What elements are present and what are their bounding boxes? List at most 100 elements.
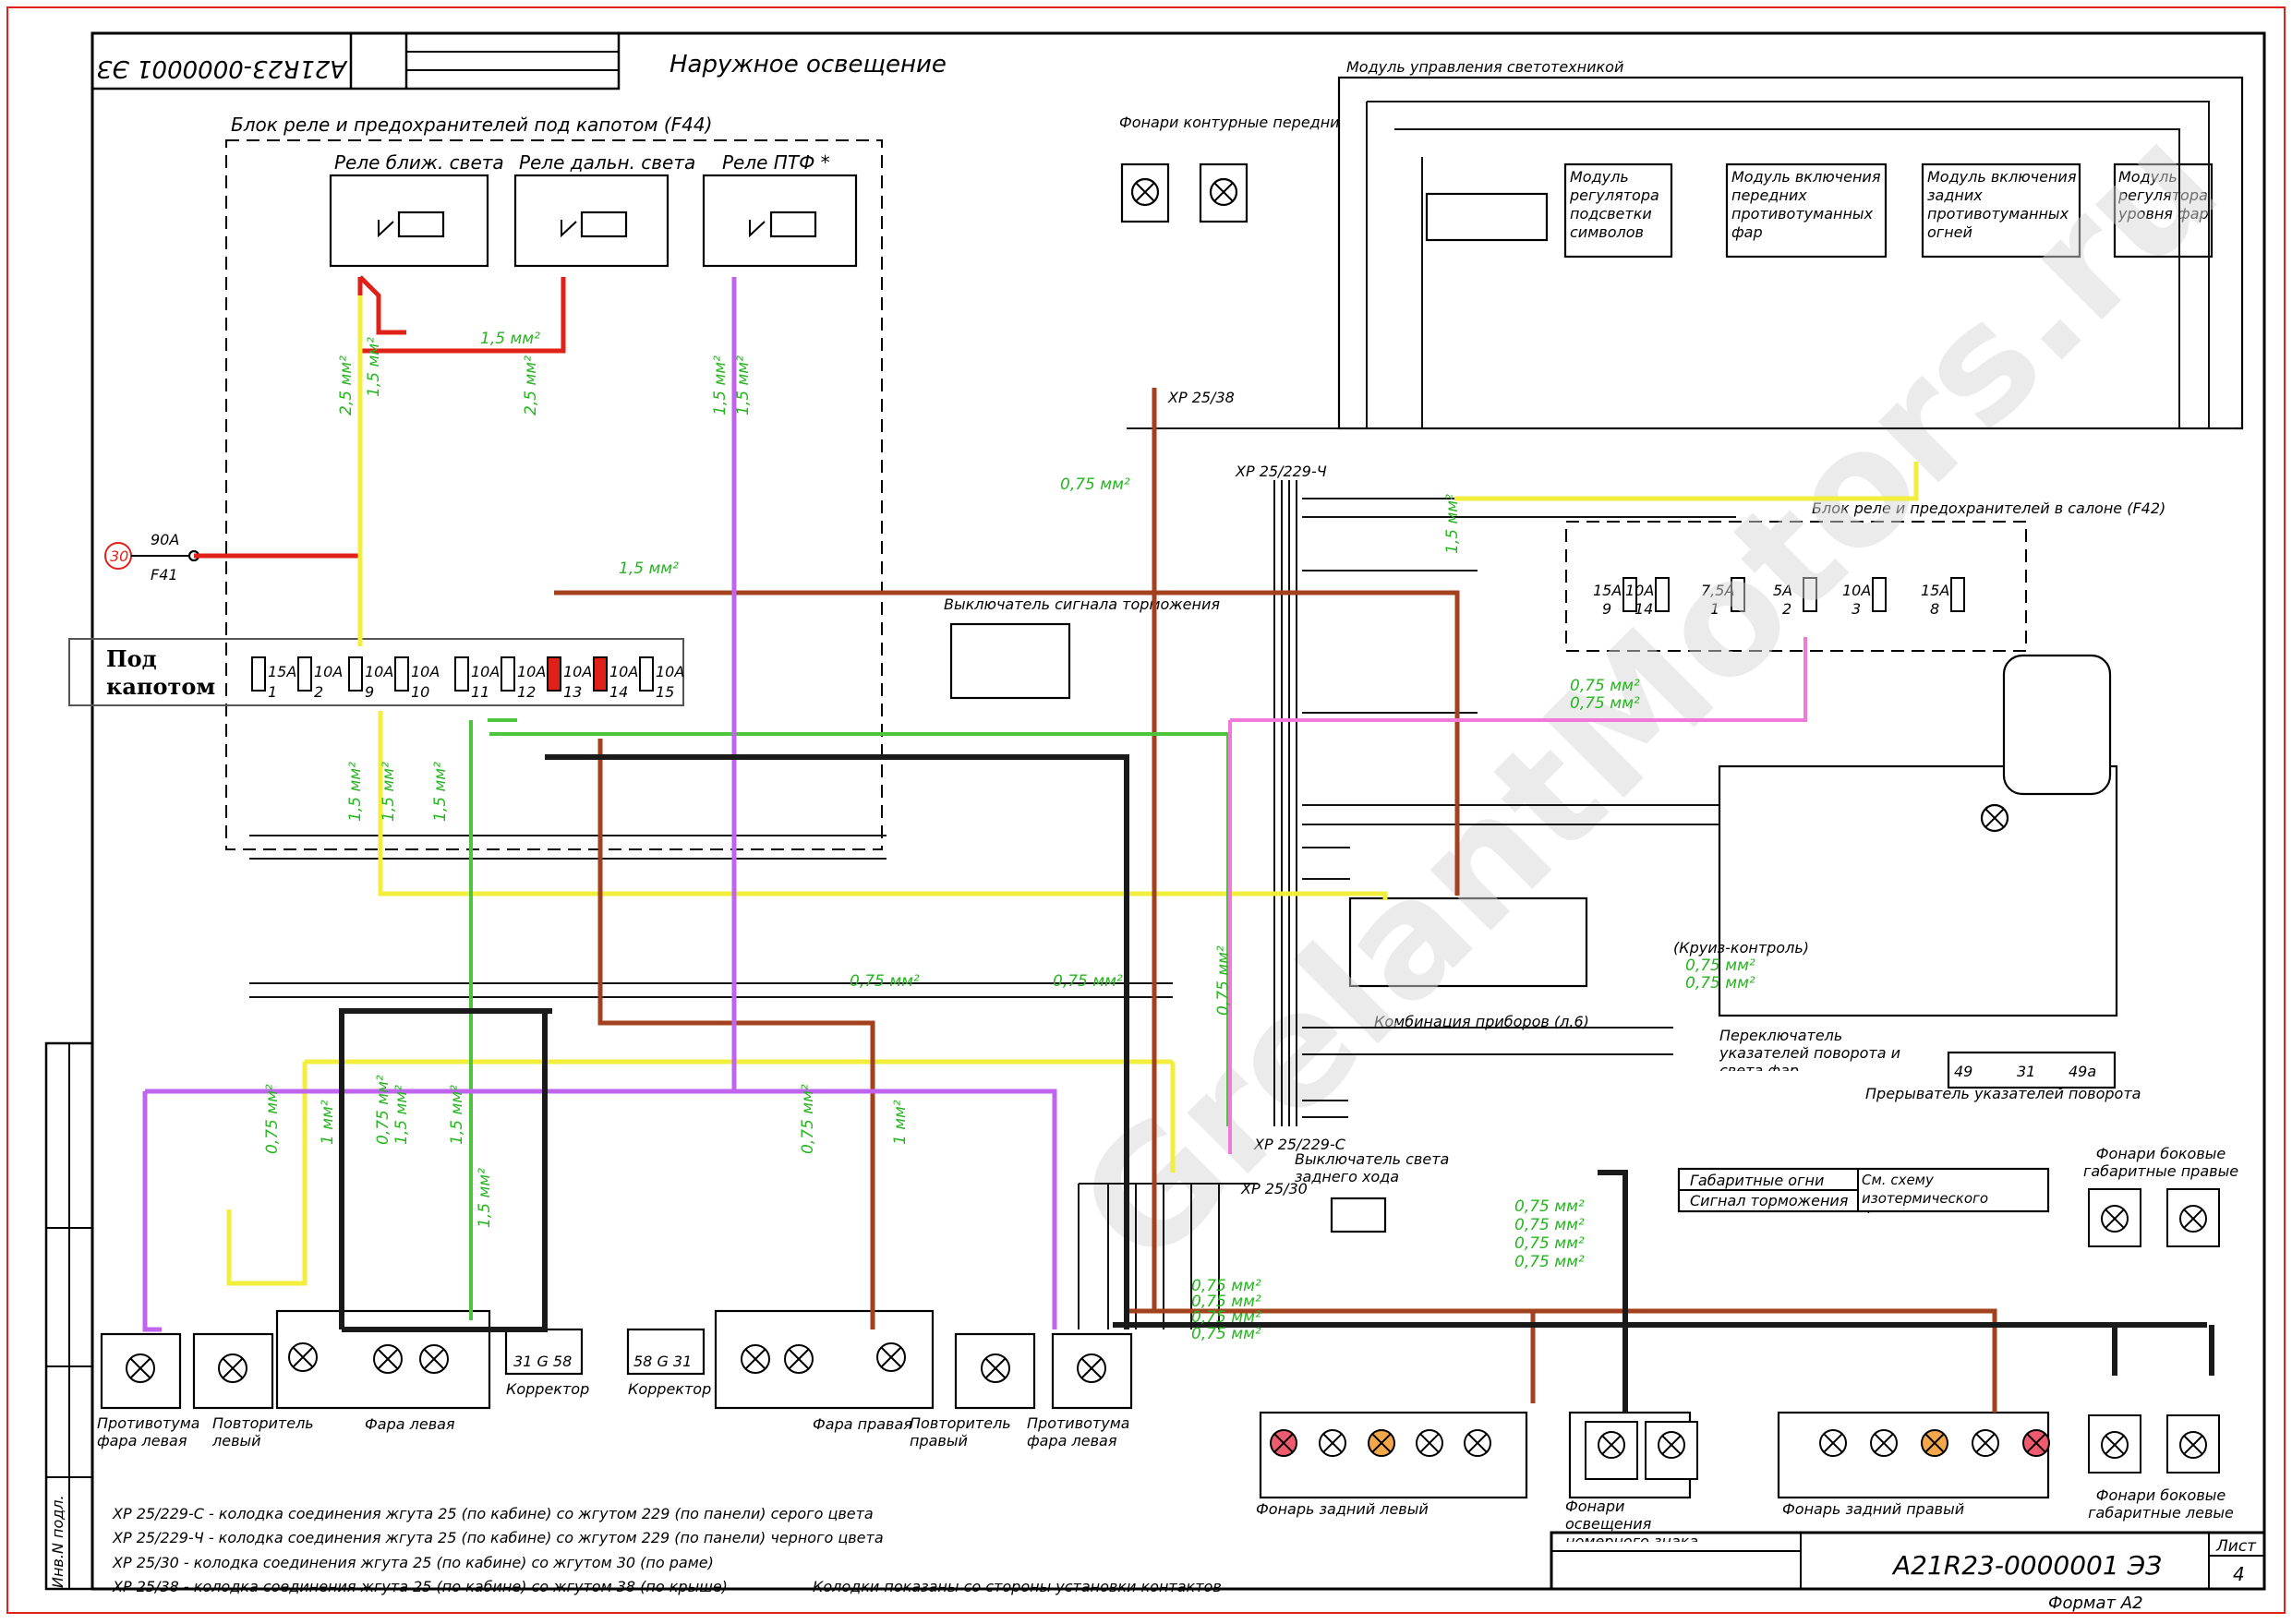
svg-text:15А: 15А [1921,582,1949,599]
rear-left-lamp-5 [1464,1429,1491,1457]
front-lamp-5 [419,1344,449,1374]
rear-lamp-right [1777,1411,2050,1499]
plate-light-label: Фонари освещения номерного знака [1565,1498,1699,1542]
svg-text:8: 8 [1930,600,1939,618]
rear-left-lamp-2 [1319,1429,1346,1457]
fuse-f41: 30 90А F41 [104,531,200,583]
svg-text:10А: 10А [411,663,440,680]
svg-text:31: 31 [2017,1063,2035,1080]
light-module-label: Модуль управления светотехникой [1346,58,1623,76]
wire-size-17: 0,75 мм² [1685,974,1755,992]
f41-label: F41 [151,566,178,583]
front-lamp-8 [876,1342,906,1372]
svg-text:58 G 31: 58 G 31 [633,1353,692,1370]
plate-lamp-2 [1658,1431,1685,1459]
front-lighting-units: 31 G 58 58 G 31 Корректор Корректор [100,1309,1133,1410]
svg-text:3: 3 [1852,600,1861,618]
svg-text:14: 14 [1635,600,1653,618]
rear-right-lamp-2 [1870,1429,1898,1457]
rear-lamp-left [1259,1411,1528,1499]
side-stamp-label: Инв.N подл. [49,1495,66,1588]
wire-size-10: 0,75 мм² [1514,1234,1585,1253]
stalk-switch [1718,764,2118,1017]
svg-text:10А: 10А [471,663,500,680]
wire-size-v14: 1,5 мм² [476,1168,494,1228]
wire-size-v15: 0,75 мм² [799,1084,817,1154]
cabin-fuse-block [1565,521,2027,652]
top-stamp [90,31,621,90]
wire-size-v4: 1,5 мм² [711,355,730,415]
wire-size-9: 0,75 мм² [1514,1216,1585,1234]
rep-left-label: Повторитель левый [212,1414,314,1450]
title-block [1550,1531,2266,1591]
head-left-label: Фара левая [365,1415,455,1433]
side-marker-lamps [2088,1188,2220,1474]
front-lamp-2 [218,1353,247,1383]
wire-size-14: 0,75 мм² [1191,1308,1261,1327]
svg-text:9: 9 [365,683,374,701]
svg-text:10: 10 [411,683,429,701]
wire-size-v11: 0,75 мм² [374,1075,392,1145]
wire-size-v5: 1,5 мм² [734,355,753,415]
sheet-number: 4 [2233,1563,2245,1585]
svg-text:15А: 15А [1593,582,1622,599]
svg-text:капотом: капотом [106,673,215,700]
brake-signal-text: Сигнал торможения [1690,1192,1849,1209]
side-lamp-2 [2179,1205,2207,1233]
wire-size-13: 0,75 мм² [1191,1293,1261,1311]
front-markers-label: Фонари контурные передние [1119,114,1349,131]
under-hood-box [68,638,684,706]
rear-left-lamp-4 [1416,1429,1443,1457]
rear-right-lamp-4 [1972,1429,1999,1457]
see-scheme-text: См. схему изотермического фургона [1862,1172,1989,1213]
relay-low-label: Реле ближ. света [334,151,504,174]
rear-right-lamp-5 [2022,1429,2050,1457]
wire-size-v17: 0,75 мм² [1214,945,1233,1016]
wire-size-v16: 1 мм² [891,1100,910,1145]
fog-right-label: Противотуманная фара левая [1027,1414,1128,1450]
svg-text:15А: 15А [268,663,296,680]
wire-size-7: 0,75 мм² [1053,972,1123,991]
wire-size-5: 0,75 мм² [1570,694,1640,713]
side-left-label: Фонари боковые габаритные левые [2088,1486,2234,1522]
fog-left-label: Противотуманная фара левая [97,1414,199,1450]
reverse-switch-label: Выключатель света заднего хода [1295,1150,1450,1185]
legend-line-2: ХР 25/229-Ч - колодка соединения жгута 2… [112,1529,884,1546]
wire-size-12: 0,75 мм² [1191,1277,1261,1295]
xp-25-229-c-label: ХР 25/229-С [1253,1136,1346,1153]
cabin-fuse-1: 7,5А1 [1701,577,1745,618]
wire-size-6: 0,75 мм² [850,972,920,991]
module-symbols-label: Модуль регулятора подсветки символов [1570,168,1659,241]
wire-size-v18: 1,5 мм² [1443,494,1462,554]
wire-size-8: 0,75 мм² [1514,1197,1585,1216]
module-rear-fog-label: Модуль включения задних противотуманных … [1927,168,2077,241]
wire-size-4: 0,75 мм² [1570,677,1640,695]
instrument-cluster [1348,896,1588,988]
brake-switch [949,622,1071,700]
relay-low-beam: Реле ближ. света [329,151,504,268]
svg-text:1: 1 [1710,600,1719,618]
head-right-label: Фара правая [813,1415,912,1433]
relay-fog: Реле ПТФ * [702,151,858,268]
instrument-cluster-label: Комбинация приборов (л.6) [1374,1013,1589,1030]
outer-frame [6,6,2286,1614]
svg-text:11: 11 [471,683,489,701]
wire-size-2: 1,5 мм² [480,330,540,348]
svg-text:13: 13 [563,683,582,701]
f41-rating: 90А [151,531,179,548]
turn-breaker-label: Прерыватель указателей поворота [1865,1085,2141,1102]
under-hood-block [225,139,883,850]
rear-left-lamp-3 [1368,1429,1395,1457]
module-rear-fog [1921,162,2081,259]
front-lamp-7 [784,1344,814,1374]
marker-lights-text: Габаритные огни [1690,1172,1824,1189]
module-level-label: Модуль регулятора уровня фар [2118,168,2209,223]
front-marker-lamps [1120,162,1249,223]
